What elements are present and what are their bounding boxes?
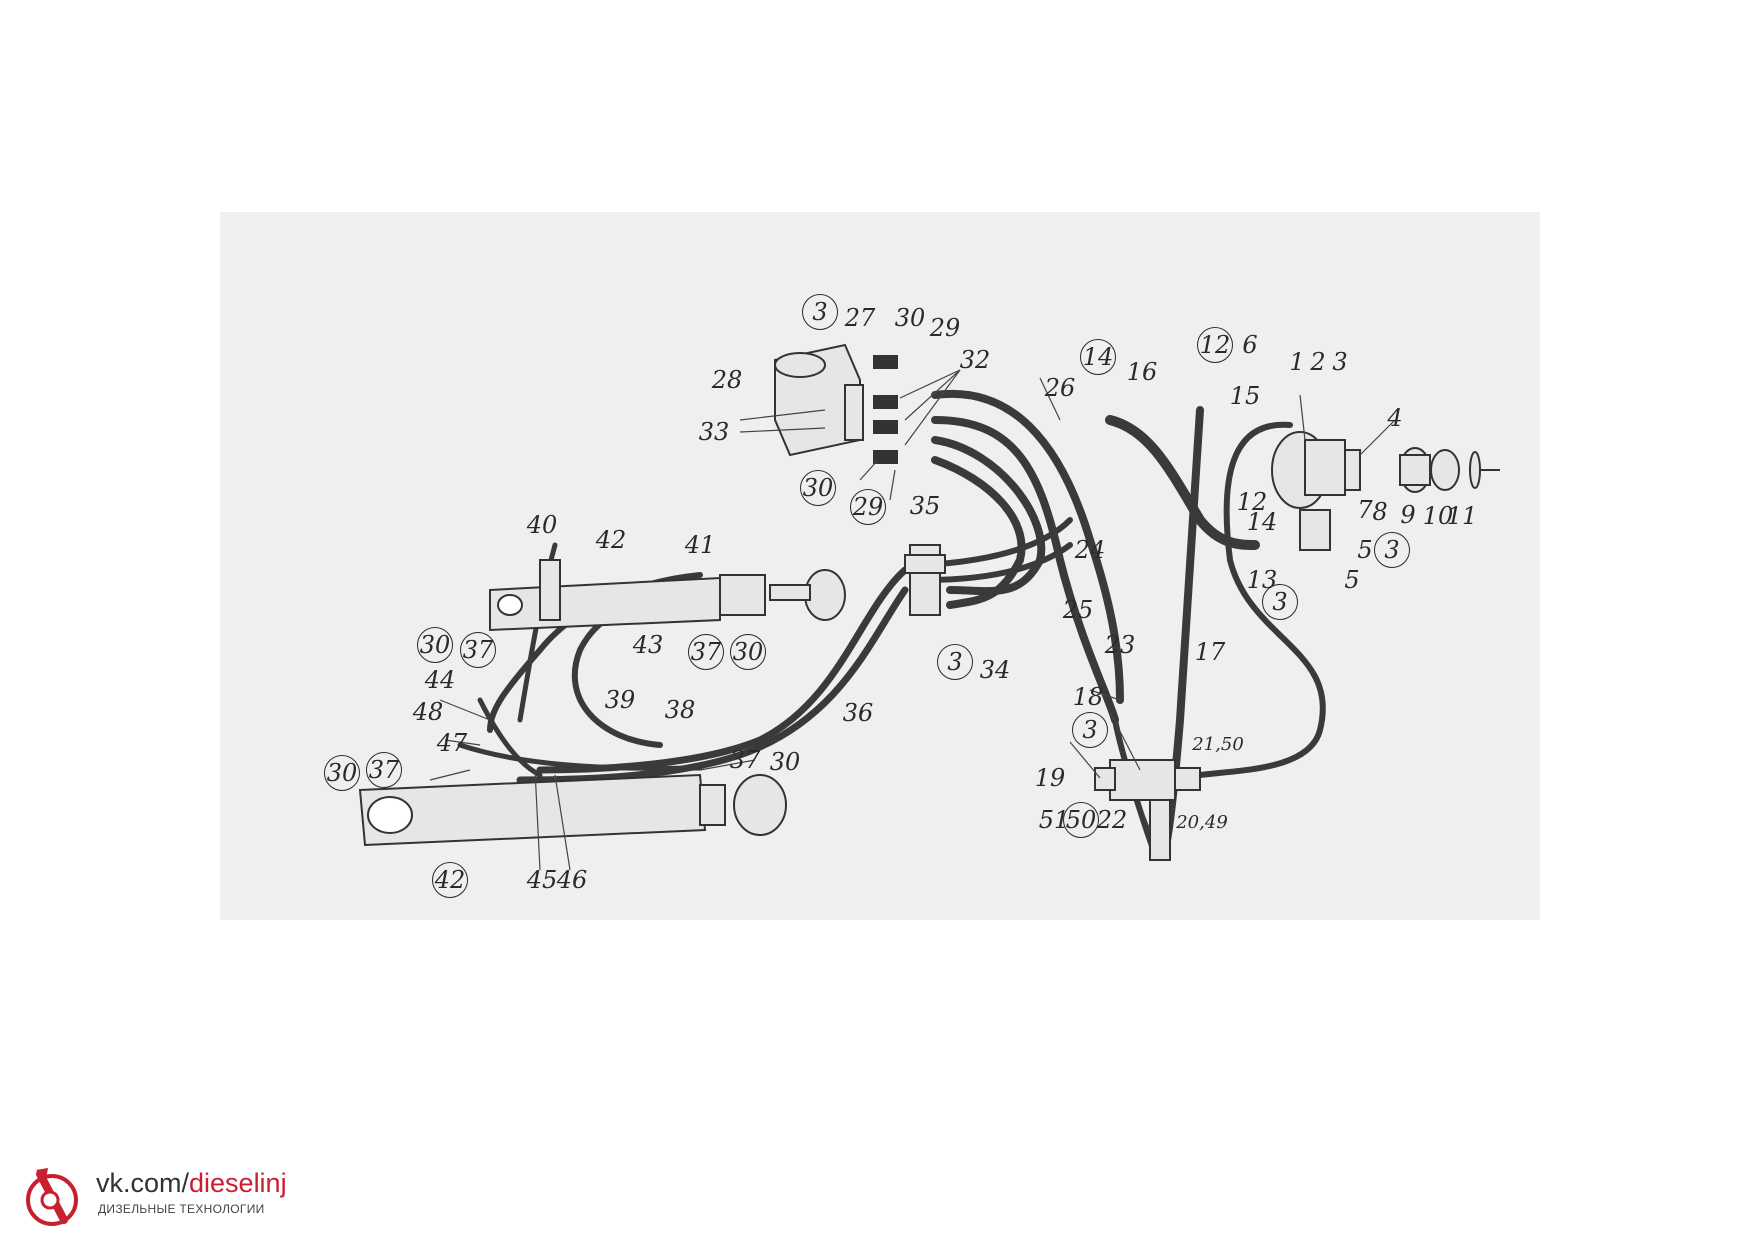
callout-3: 3 [1332,348,1348,376]
circled-callout-42: 42 [432,862,468,898]
circled-callout-3: 3 [1072,712,1108,748]
callout-15: 15 [1229,382,1261,410]
callout-30: 30 [769,748,801,776]
distributor-22 [1094,759,1201,861]
callout-11: 11 [1446,502,1478,530]
circled-callout-12: 12 [1197,327,1233,363]
leader-lines [429,369,1396,871]
callout-8: 8 [1372,498,1388,526]
circled-callout-30: 30 [730,634,766,670]
callout-24: 24 [1074,536,1106,564]
callout-36: 36 [842,699,874,727]
circled-callout-30: 30 [417,627,453,663]
callout-2: 2 [1310,348,1326,376]
callout-20-49: 20,49 [1176,812,1228,833]
callout-44: 44 [424,666,456,694]
callout-39: 39 [604,686,636,714]
vk-watermark: vk.com/dieselinj ДИЗЕЛЬНЫЕ ТЕХНОЛОГИИ [18,1160,318,1230]
circled-callout-29: 29 [850,489,886,525]
injector-logo-icon [26,1168,78,1226]
callout-4: 4 [1387,404,1403,432]
callout-34: 34 [979,656,1011,684]
callout-22: 22 [1096,806,1128,834]
callout-14: 14 [1246,508,1278,536]
vk-url: vk.com/dieselinj [96,1168,287,1198]
lower-cylinder [358,773,787,847]
circled-callout-30: 30 [324,755,360,791]
callout-6: 6 [1242,331,1258,359]
hoses [457,389,1326,858]
callout-42: 42 [595,526,627,554]
callout-7: 7 [1357,496,1373,524]
upper-cylinder [489,559,846,632]
callout-19: 19 [1034,764,1066,792]
callout-33: 33 [698,418,730,446]
callout-5: 5 [1344,566,1360,594]
callout-30: 30 [894,304,926,332]
circled-callout-3: 3 [1262,584,1298,620]
pump-assembly [1271,431,1500,551]
callout-27: 27 [844,304,876,332]
callout-1: 1 [1289,348,1305,376]
tee-block-35 [904,544,946,616]
callout-28: 28 [711,366,743,394]
circled-callout-37: 37 [366,752,402,788]
callout-17: 17 [1194,638,1226,666]
callout-37: 37 [729,746,761,774]
callout-9: 9 [1400,501,1416,529]
callout-45: 45 [526,866,558,894]
circled-callout-37: 37 [460,632,496,668]
callout-10: 10 [1422,502,1454,530]
callout-21-50: 21,50 [1192,734,1244,755]
callout-46: 46 [556,866,588,894]
circled-callout-37: 37 [688,634,724,670]
fittings-29-33 [873,355,898,464]
callout-40: 40 [526,511,558,539]
callout-48: 48 [412,698,444,726]
callout-25: 25 [1062,596,1094,624]
callout-18: 18 [1072,683,1104,711]
circled-callout-14: 14 [1080,339,1116,375]
callout-26: 26 [1044,374,1076,402]
callout-35: 35 [909,492,941,520]
circled-callout-3: 3 [937,644,973,680]
circled-callout-30: 30 [800,470,836,506]
callout-16: 16 [1126,358,1158,386]
callout-5: 5 [1357,536,1373,564]
logo-tagline: ДИЗЕЛЬНЫЕ ТЕХНОЛОГИИ [98,1202,265,1216]
circled-callout-3: 3 [1374,532,1410,568]
callout-43: 43 [632,631,664,659]
callout-23: 23 [1104,631,1136,659]
callout-38: 38 [664,696,696,724]
callout-12: 12 [1236,488,1268,516]
callout-47: 47 [436,729,468,757]
callout-29: 29 [929,314,961,342]
callout-41: 41 [684,531,716,559]
valve-block-28 [774,343,864,457]
circled-callout-50: 50 [1063,802,1099,838]
circled-callout-3: 3 [802,294,838,330]
callout-32: 32 [959,346,991,374]
